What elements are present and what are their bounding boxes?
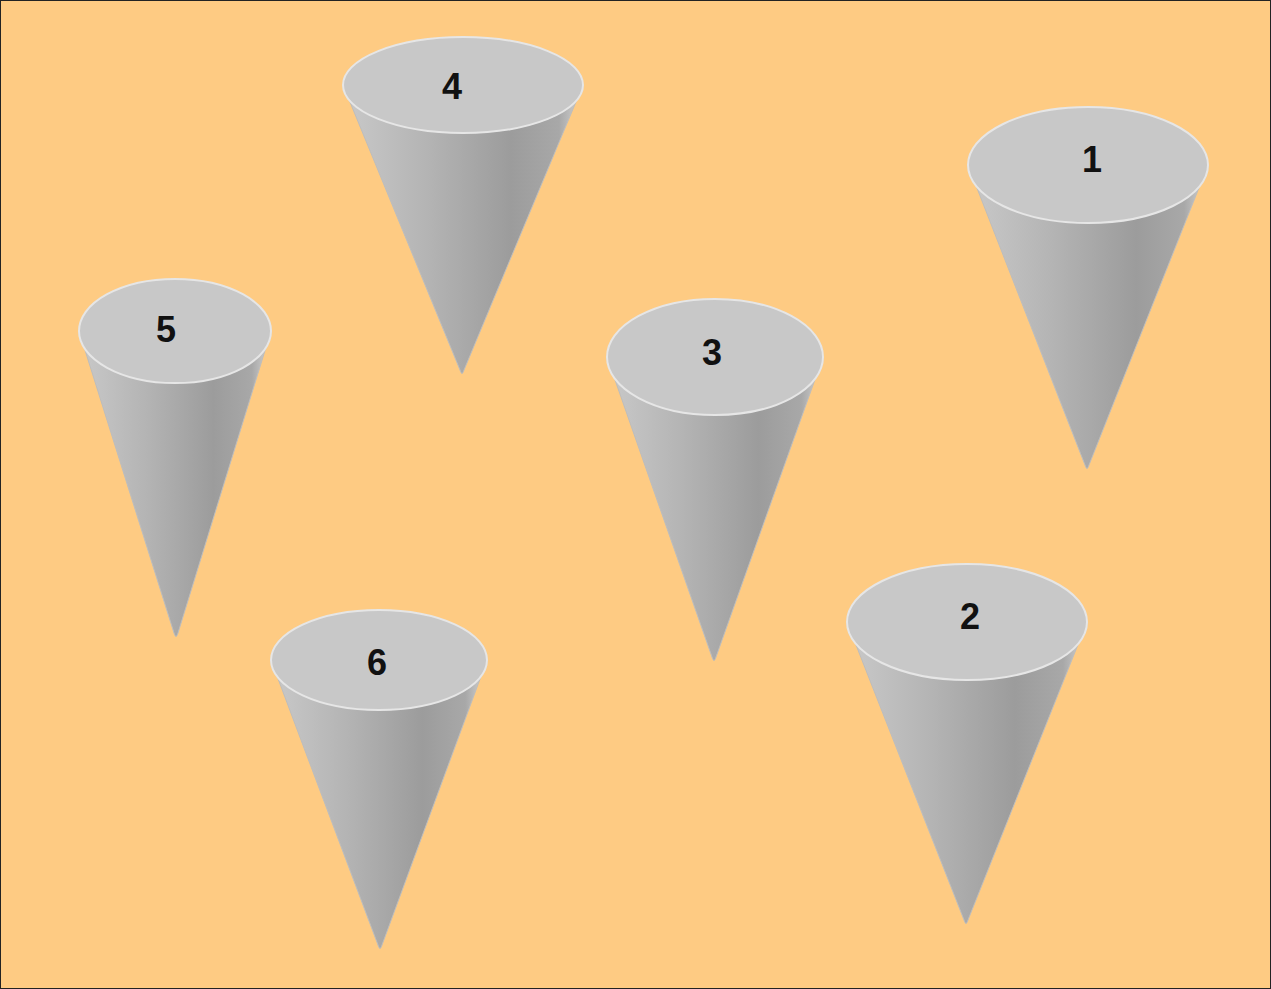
- cone: 5: [77, 277, 273, 642]
- cone: 4: [341, 35, 585, 379]
- callout-number: 5: [156, 312, 176, 348]
- cone-top: [343, 37, 583, 133]
- cone-top: [607, 299, 823, 415]
- cone-top: [271, 610, 487, 710]
- cone: 6: [269, 608, 489, 954]
- callout-number: 3: [702, 335, 722, 371]
- cone-top: [968, 107, 1208, 223]
- cone-shape: [341, 35, 585, 379]
- callout-number: 1: [1082, 142, 1102, 178]
- callout-number: 6: [367, 645, 387, 681]
- cone: 3: [605, 297, 825, 666]
- callout-number: 2: [960, 599, 980, 635]
- cone: 2: [845, 562, 1089, 929]
- cone-top: [847, 564, 1087, 680]
- callout-number: 4: [442, 69, 462, 105]
- cone-top: [79, 279, 271, 383]
- cone: 1: [966, 105, 1210, 474]
